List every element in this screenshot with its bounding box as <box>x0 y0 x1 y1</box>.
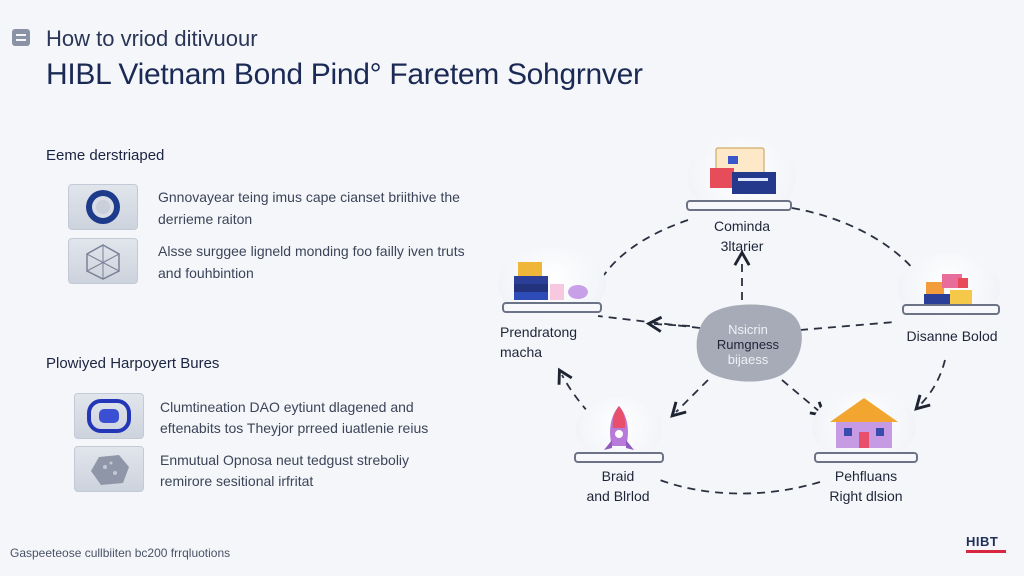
item-text-line1: Gnnovayear teing imus cape cianset briit… <box>158 189 460 205</box>
center-blob-icon <box>696 304 802 382</box>
spoke-bottom-left <box>670 379 709 418</box>
footer-note: Gaspeeteose cullbiiten bc200 frrqluotion… <box>10 546 231 560</box>
house-icon <box>830 398 898 448</box>
node-bottom-right-line2: Right dlsion <box>829 488 903 504</box>
connector-top-left <box>591 219 689 301</box>
center-label-line3: bijaess <box>727 352 769 367</box>
node-bottom-right-label: Pehfluans Right dlsion <box>808 466 924 506</box>
node-right-base <box>902 304 1000 315</box>
item-text-line2: derrieme raiton <box>158 211 253 227</box>
node-bottom-right-base <box>814 452 918 463</box>
rocket-icon <box>604 406 634 450</box>
node-bottom-left-line1: Braid <box>601 468 635 484</box>
node-bottom-right <box>812 392 916 462</box>
documents-icon <box>710 147 776 194</box>
page-title: HIBL Vietnam Bond Pind° Faretem Sohgrnve… <box>46 58 643 91</box>
cube-network-icon <box>68 238 138 284</box>
item-text-line1: Enmutual Opnosa neut tedgust streboliy <box>160 452 410 468</box>
node-bottom-left <box>576 398 662 460</box>
node-top-base <box>686 200 792 211</box>
item-text-line2: remirore sesitional irfritat <box>160 473 314 489</box>
node-bottom-left-base <box>574 452 664 463</box>
spoke-left <box>645 315 691 333</box>
node-left-label: Prendratong macha <box>500 322 596 362</box>
connector-right-bottomright <box>914 359 946 411</box>
logo-underline <box>966 550 1006 553</box>
section-heading-2: Plowiyed Harpoyert Bures <box>46 355 220 372</box>
node-bottom-left-line2: and Blrlod <box>586 488 650 504</box>
node-bottom-right-line1: Pehfluans <box>834 468 898 484</box>
document-icon <box>12 29 30 46</box>
node-top-label: Cominda 3ltarier <box>692 216 792 256</box>
item-text-line1: Alsse surggee ligneld monding foo failly… <box>158 243 465 259</box>
center-label-line1: Nsicrin <box>728 322 768 337</box>
spoke-right <box>799 321 896 331</box>
node-top-line1: Cominda <box>713 218 771 234</box>
node-left-line2: macha <box>500 344 543 360</box>
node-top-line2: 3ltarier <box>720 238 764 254</box>
connector-bottom <box>659 479 821 495</box>
node-left-line1: Prendratong <box>500 324 578 340</box>
node-bottom-left-label: Braid and Blrlod <box>570 466 666 506</box>
item-text-line1: Clumtineation DAO eytiunt dlagened and <box>160 399 414 415</box>
ring-icon <box>68 184 138 230</box>
chip-icon <box>74 393 144 439</box>
section-heading-1: Eeme derstriaped <box>46 147 165 164</box>
node-left-base <box>502 302 602 313</box>
node-right-label: Disanne Bolod <box>906 328 998 344</box>
item-text-line2: and fouhbintion <box>158 265 254 281</box>
page-subtitle: How to vriod ditivuour <box>46 26 258 51</box>
center-label-line2: Rumgness <box>716 337 780 352</box>
item-text-line2: eftenabits tos Theyjor prreed iuatlenie … <box>160 420 429 436</box>
stone-icon <box>74 446 144 492</box>
brand-logo: HIBT <box>966 534 999 549</box>
books-icon <box>514 262 588 300</box>
center-node-label: Nsicrin Rumgness bijaess <box>708 322 788 367</box>
